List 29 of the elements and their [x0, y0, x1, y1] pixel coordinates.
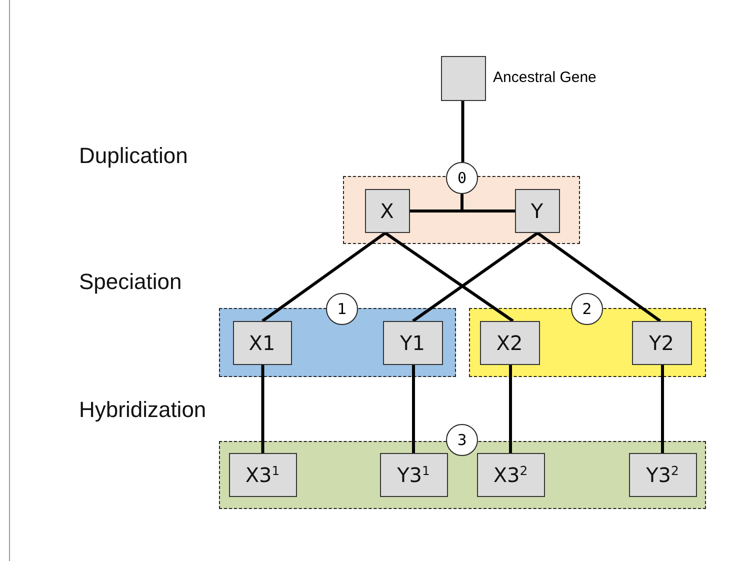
connector-line [412, 232, 538, 322]
connector-line [460, 194, 515, 212]
stage-label: Speciation [79, 269, 182, 295]
gene-box [441, 56, 486, 101]
connector-line [262, 232, 386, 322]
gene-caption: Ancestral Gene [493, 68, 596, 86]
connector-line [661, 365, 664, 453]
connector-line [384, 232, 514, 322]
gene-box: X2 [480, 320, 540, 364]
gene-box: Y [514, 188, 560, 232]
gene-box: Y2 [632, 320, 692, 364]
gene-box: X1 [232, 320, 292, 364]
step-number-circle: 1 [326, 293, 358, 325]
gene-box: X [364, 188, 410, 232]
gene-box: X3$^{2}$ [476, 452, 544, 496]
gene-box: Y1 [382, 320, 442, 364]
step-number-circle: 3 [446, 424, 478, 456]
gene-box: X3$^{1}$ [228, 452, 296, 496]
gene-box: Y3$^{2}$ [628, 452, 696, 496]
connector-line [461, 101, 464, 162]
step-number-circle: 2 [571, 293, 603, 325]
connector-line [536, 232, 662, 322]
stage-label: Duplication [79, 143, 188, 169]
connector-line [412, 365, 415, 453]
connector-line [509, 365, 512, 453]
connector-line [261, 365, 264, 453]
gene-box: Y3$^{1}$ [380, 452, 448, 496]
step-number-circle: 0 [446, 162, 478, 194]
stage-label: Hybridization [79, 397, 206, 423]
